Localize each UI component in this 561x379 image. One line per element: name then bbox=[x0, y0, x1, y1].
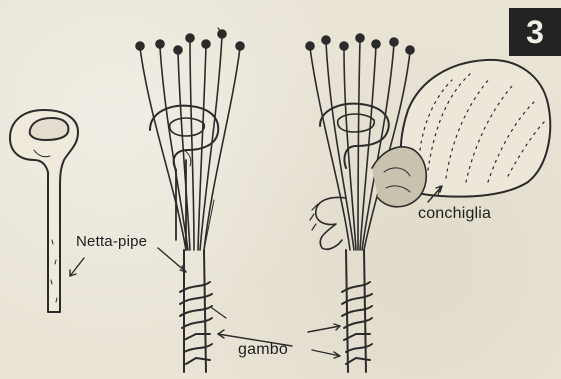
label-conchiglia: conchiglia bbox=[418, 206, 491, 222]
pipe-cleaner-bent bbox=[10, 110, 78, 312]
label-arrows bbox=[70, 186, 442, 358]
figure-number-badge: 3 bbox=[509, 8, 561, 56]
stems-bundle bbox=[136, 28, 244, 372]
label-netta-pipe: Netta-pipe bbox=[76, 234, 147, 249]
label-gambo: gambo bbox=[238, 342, 288, 358]
stems-with-shell bbox=[306, 34, 550, 372]
